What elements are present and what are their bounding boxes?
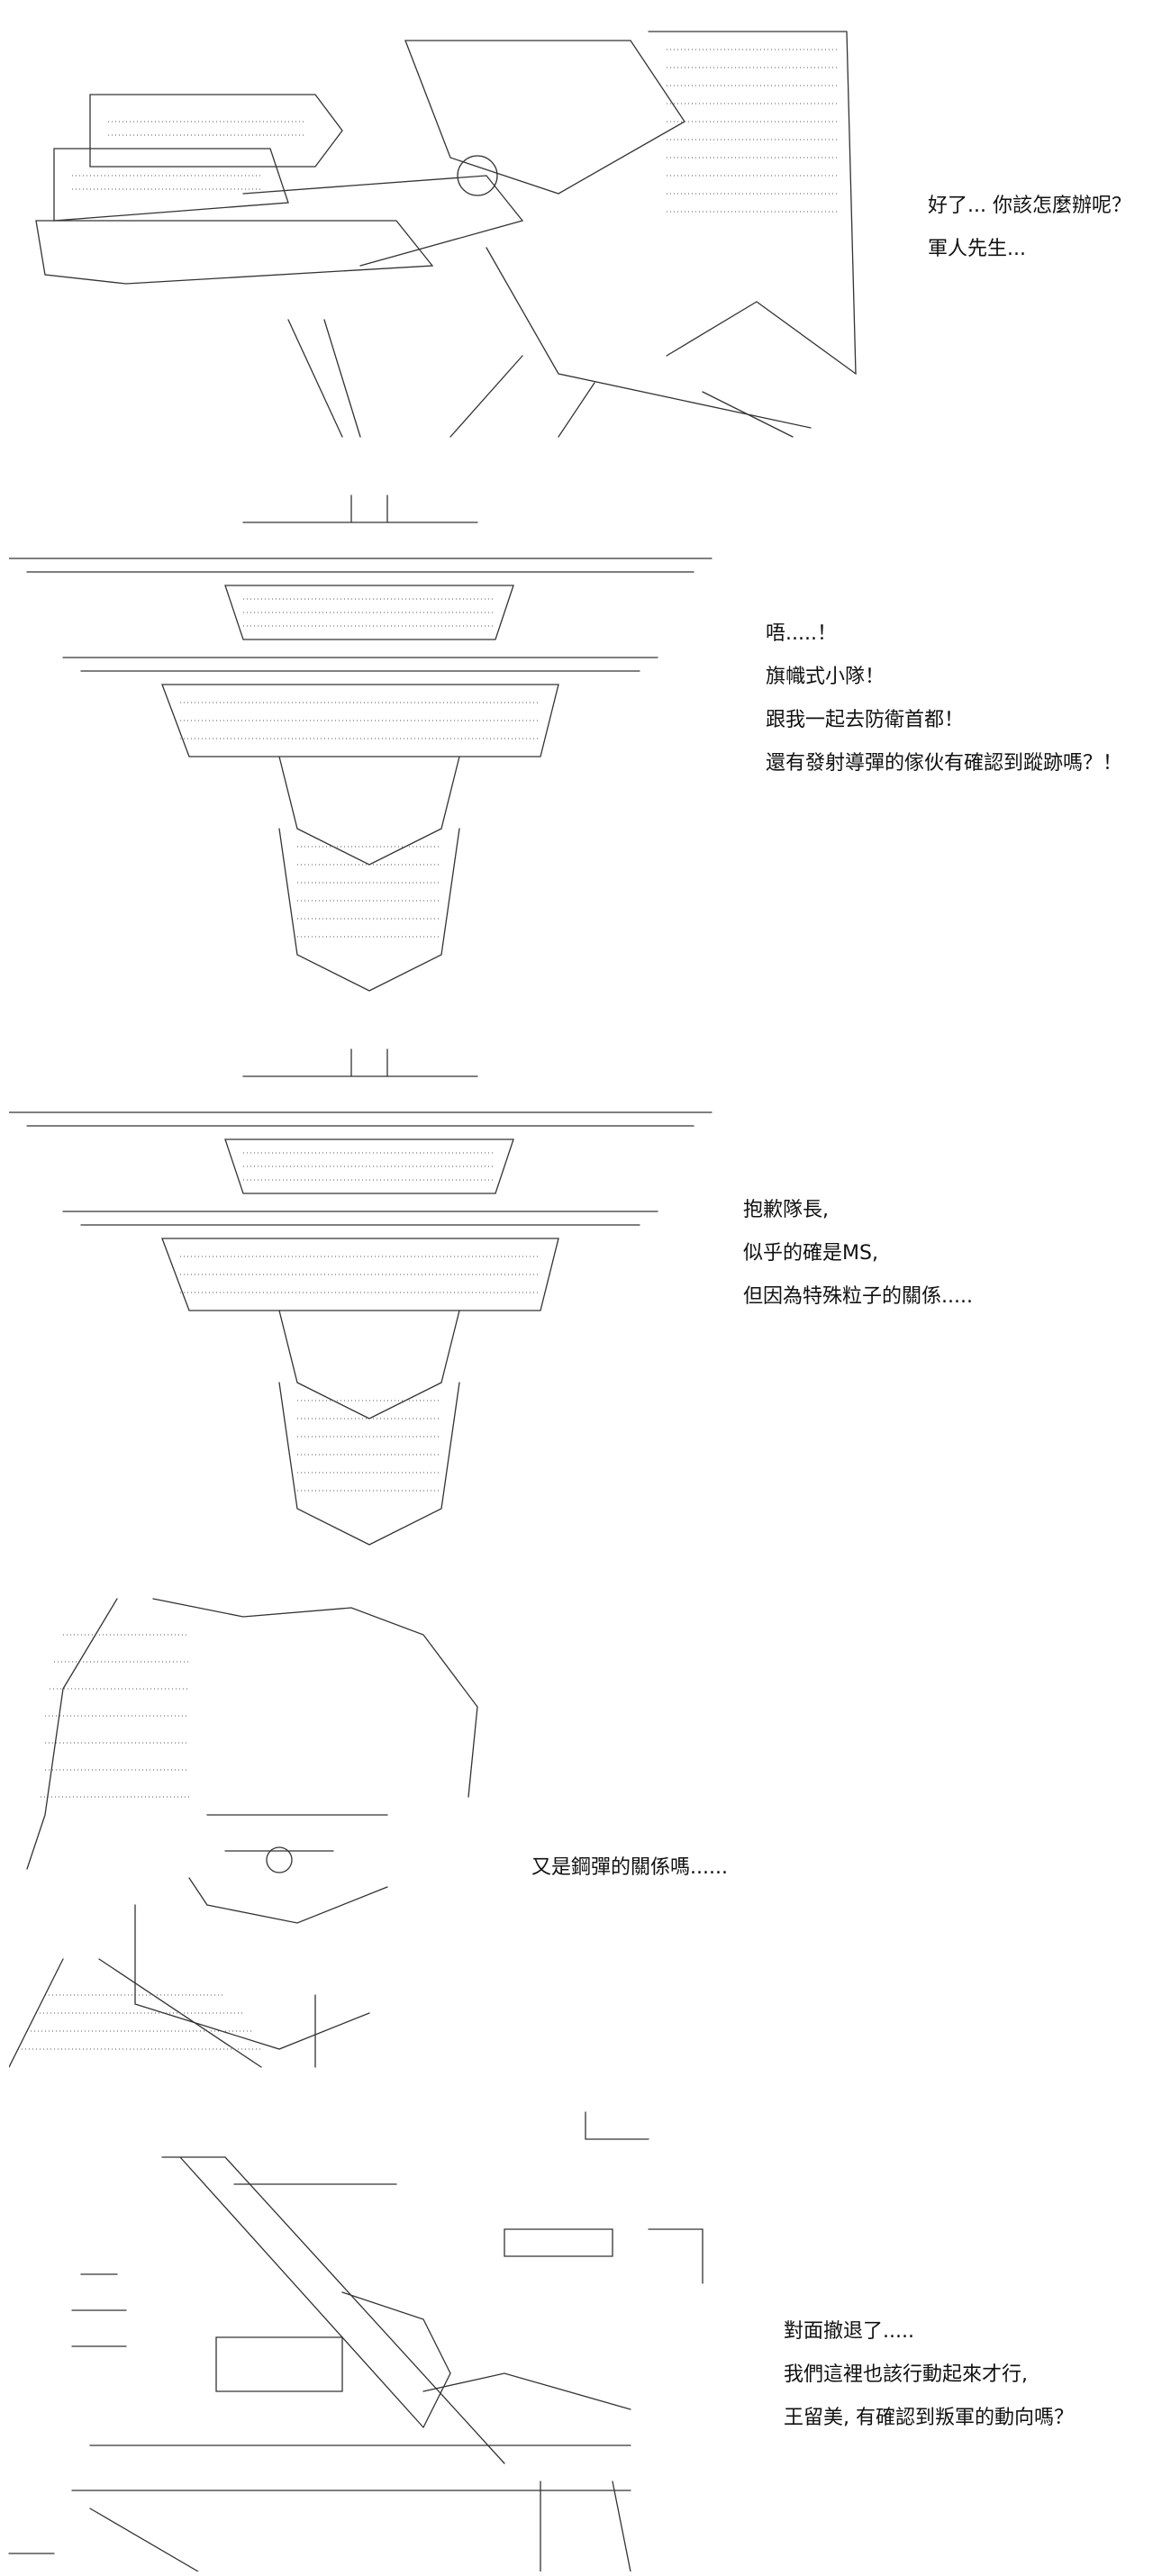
dialogue-line: 但因為特殊粒子的關係..... bbox=[743, 1285, 973, 1308]
dialogue-box: 好了... 你該怎麼辦呢？ 軍人先生... bbox=[928, 185, 1131, 271]
dialogue-box: 又是鋼彈的關係嗎...... bbox=[531, 1846, 728, 1890]
dialogue-line: 又是鋼彈的關係嗎...... bbox=[531, 1856, 728, 1879]
soldiers-scene-art bbox=[0, 2103, 739, 2571]
dialogue-line: 對面撤退了..... bbox=[784, 2320, 914, 2343]
armored-vehicle-art bbox=[18, 14, 883, 446]
panel-2: 唔.....！ 旗幟式小隊！ 跟我一起去防衛首都！ 還有發射導彈的傢伙有確認到蹤… bbox=[0, 486, 1171, 1009]
dialogue-line: 跟我一起去防衛首都！ bbox=[766, 709, 965, 731]
pilot-face-art bbox=[9, 1581, 513, 2085]
dialogue-line: 旗幟式小隊！ bbox=[766, 666, 885, 688]
dialogue-line: 似乎的確是MS, bbox=[743, 1242, 878, 1265]
panel-4: 又是鋼彈的關係嗎...... bbox=[0, 1581, 1171, 2085]
panel-1: 好了... 你該怎麼辦呢？ 軍人先生... bbox=[0, 0, 1171, 468]
dialogue-line: 王留美, 有確認到叛軍的動向嗎？ bbox=[784, 2407, 1074, 2429]
mobile-suit-art bbox=[9, 1040, 721, 1563]
dialogue-box: 唔.....！ 旗幟式小隊！ 跟我一起去防衛首都！ 還有發射導彈的傢伙有確認到蹤… bbox=[766, 612, 1122, 785]
panel-5: 對面撤退了..... 我們這裡也該行動起來才行, 王留美, 有確認到叛軍的動向嗎… bbox=[0, 2103, 1171, 2571]
dialogue-line: 軍人先生... bbox=[928, 238, 1026, 260]
mobile-suit-art bbox=[9, 486, 721, 1009]
dialogue-line: 唔.....！ bbox=[766, 622, 837, 645]
dialogue-line: 還有發射導彈的傢伙有確認到蹤跡嗎？！ bbox=[766, 752, 1123, 775]
dialogue-line: 好了... 你該怎麼辦呢？ bbox=[928, 195, 1131, 217]
dialogue-box: 對面撤退了..... 我們這裡也該行動起來才行, 王留美, 有確認到叛軍的動向嗎… bbox=[784, 2310, 1074, 2440]
dialogue-line: 我們這裡也該行動起來才行, bbox=[784, 2363, 1028, 2386]
dialogue-box: 抱歉隊長, 似乎的確是MS, 但因為特殊粒子的關係..... bbox=[743, 1189, 973, 1319]
panel-3: 抱歉隊長, 似乎的確是MS, 但因為特殊粒子的關係..... bbox=[0, 1040, 1171, 1563]
dialogue-line: 抱歉隊長, bbox=[743, 1199, 829, 1221]
